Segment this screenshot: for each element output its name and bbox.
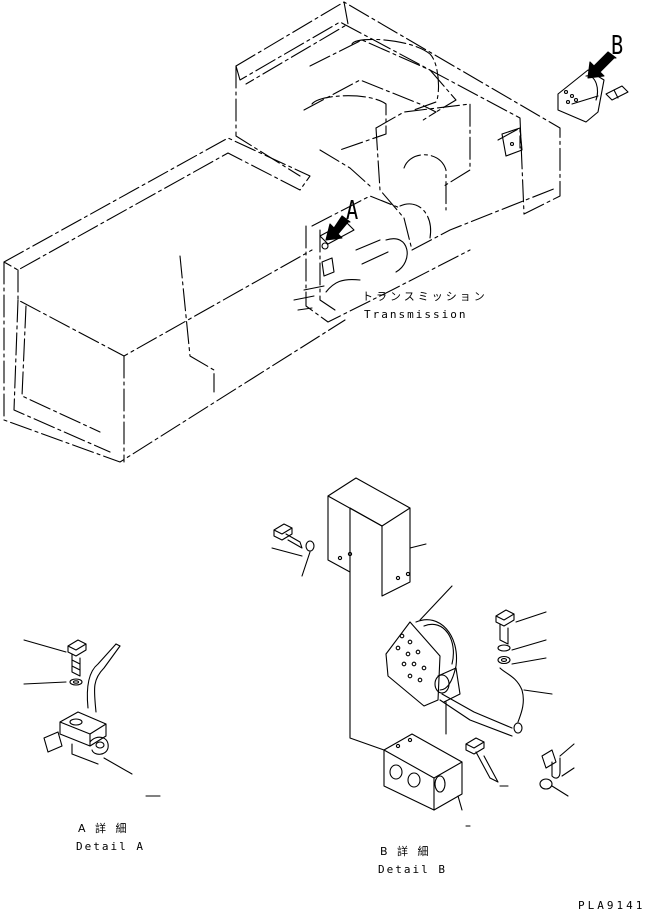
detail-a-title-en: Detail A bbox=[76, 840, 145, 853]
transmission-label-en: Transmission bbox=[364, 308, 468, 321]
transmission-label-jp: トランスミッション bbox=[362, 290, 488, 303]
overview-details bbox=[293, 69, 629, 311]
drawing-number: PLA9141 bbox=[578, 899, 646, 912]
detail-b-title-en: Detail B bbox=[378, 863, 447, 876]
arrow-a-icon bbox=[325, 215, 351, 241]
callout-a-label: A bbox=[346, 196, 359, 226]
callout-b-label: B bbox=[611, 31, 624, 61]
detail-a-title-jp: A 詳 細 bbox=[78, 822, 130, 835]
callout-arrows bbox=[325, 51, 617, 241]
machine-body-outline bbox=[3, 1, 561, 463]
detail-b-title-jp: B 詳 細 bbox=[380, 845, 432, 858]
arrow-b-icon bbox=[587, 51, 617, 79]
detail-a-drawing bbox=[23, 639, 161, 797]
detail-b-drawing bbox=[271, 477, 575, 827]
